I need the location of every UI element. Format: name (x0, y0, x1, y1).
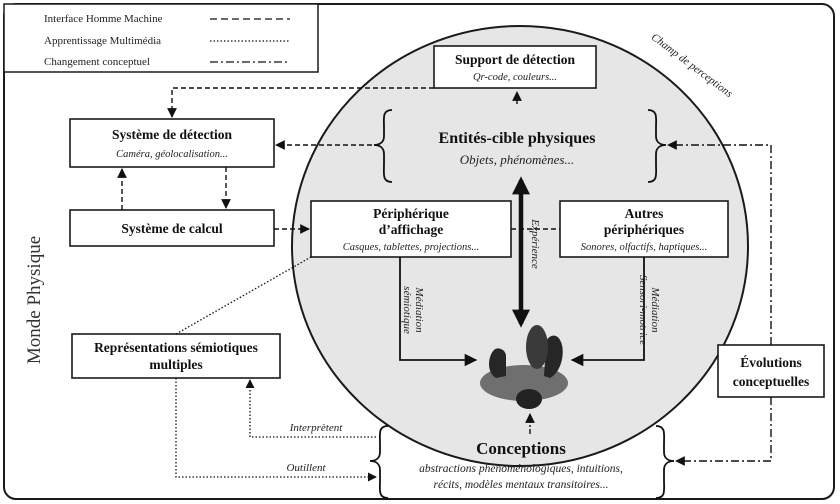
conceptions-line2: récits, modèles mentaux transitoires... (434, 479, 609, 491)
physical-world-frame (3, 3, 835, 500)
interpretent-arrow (245, 379, 376, 438)
physical-world-label: Monde Physique (24, 236, 45, 364)
systeme-calcul-title: Système de calcul (121, 221, 222, 236)
affichage-title-line2: d’affichage (379, 222, 444, 237)
interpretent-label: Interprètent (289, 422, 343, 434)
entites-title: Entités-cible physiques (439, 130, 596, 147)
box-systeme-detection (69, 118, 275, 168)
mediation-sensori-label-2: Sensori-motrice (637, 275, 649, 345)
evolutions-to-conceptions-arrow (675, 397, 772, 466)
autres-title-line1: Autres (625, 206, 664, 221)
legend-label-ihm: Interface Homme Machine (44, 13, 163, 25)
mediation-sensori-label-1: Médiation (649, 286, 661, 333)
mediation-semiotique-label-1: Médiation (413, 286, 425, 333)
person-forearm (526, 325, 548, 369)
entites-left-brace (373, 109, 393, 183)
support-detection-title: Support de détection (455, 52, 575, 67)
mediation-semiotique-arrow (399, 257, 478, 367)
person-right-arm (544, 335, 563, 378)
systeme-detection-title: Système de détection (112, 127, 232, 142)
mediation-sensori-arrow (570, 257, 645, 367)
box-representations-semiotiques (71, 333, 281, 379)
affichage-to-representations-link (175, 256, 312, 335)
affichage-subtitle: Casques, tablettes, projections... (343, 242, 479, 253)
box-evolutions-conceptuelles (717, 344, 825, 398)
legend-box (3, 3, 319, 73)
person-head (516, 389, 542, 409)
mediation-semiotique-label-2: sémiotique (401, 286, 413, 334)
representations-title-line1: Représentations sémiotiques (94, 340, 258, 355)
person-left-arm (489, 348, 506, 378)
systeme-detection-subtitle: Caméra, géolocalisation... (116, 149, 228, 160)
representations-title-line2: multiples (149, 357, 202, 372)
evolutions-title-line2: conceptuelles (733, 374, 810, 389)
support-to-detection-arrow (167, 87, 434, 118)
experience-label: Expérience (529, 218, 541, 269)
outillent-arrow (175, 378, 377, 482)
conceptions-title: Conceptions (476, 439, 566, 458)
entites-right-brace (647, 109, 667, 183)
conceptions-line1: abstractions phénoménologiques, intuitio… (419, 463, 623, 475)
outillent-label: Outillent (286, 462, 326, 474)
box-systeme-calcul (69, 209, 275, 247)
entites-subtitle: Objets, phénomènes... (460, 152, 574, 167)
autres-subtitle: Sonores, olfactifs, haptiques... (581, 242, 707, 253)
box-autres-peripheriques (559, 200, 729, 258)
person-figure (480, 325, 568, 409)
evolutions-title-line1: Évolutions (740, 355, 802, 370)
affichage-title-line1: Périphérique (373, 206, 449, 221)
conceptions-left-brace (369, 425, 389, 499)
box-support-detection (433, 45, 597, 89)
legend-label-multimedia: Apprentissage Multimédia (44, 35, 161, 47)
evolutions-to-entites-arrow (667, 140, 772, 345)
conceptions-right-brace (655, 425, 675, 499)
autres-title-line2: périphériques (604, 222, 684, 237)
support-detection-subtitle: Qr-code, couleurs... (473, 72, 557, 83)
legend-label-conceptuel: Changement conceptuel (44, 56, 150, 68)
